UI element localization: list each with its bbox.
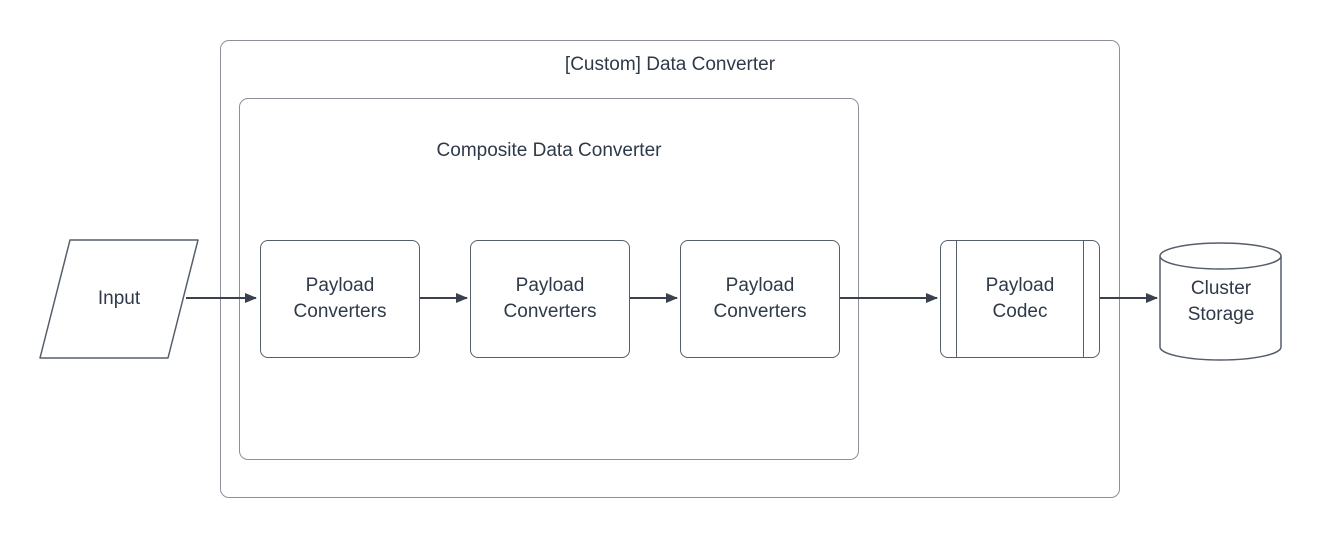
group-custom-data-converter: [Custom] Data Converter	[220, 40, 1120, 498]
node-payload-converters-2: Payload Converters	[470, 240, 630, 358]
node-payload-converters-3-label: Payload Converters	[713, 275, 807, 322]
node-payload-converters-1: Payload Converters	[260, 240, 420, 358]
group-custom-data-converter-title: [Custom] Data Converter	[564, 54, 776, 75]
node-payload-codec-label: Payload Codec	[985, 275, 1055, 322]
node-payload-converters-1-label: Payload Converters	[293, 275, 387, 322]
node-payload-converters-2-label: Payload Converters	[503, 275, 597, 322]
node-input-label: Input	[97, 288, 141, 309]
node-payload-converters-3: Payload Converters	[680, 240, 840, 358]
group-composite-data-converter-title: Composite Data Converter	[436, 140, 662, 161]
codec-left-bar	[956, 241, 957, 357]
node-payload-codec: Payload Codec	[940, 240, 1100, 358]
node-cluster-storage-label: Cluster Storage	[1187, 278, 1255, 325]
group-composite-data-converter: Composite Data Converter	[239, 98, 859, 460]
codec-right-bar	[1083, 241, 1084, 357]
